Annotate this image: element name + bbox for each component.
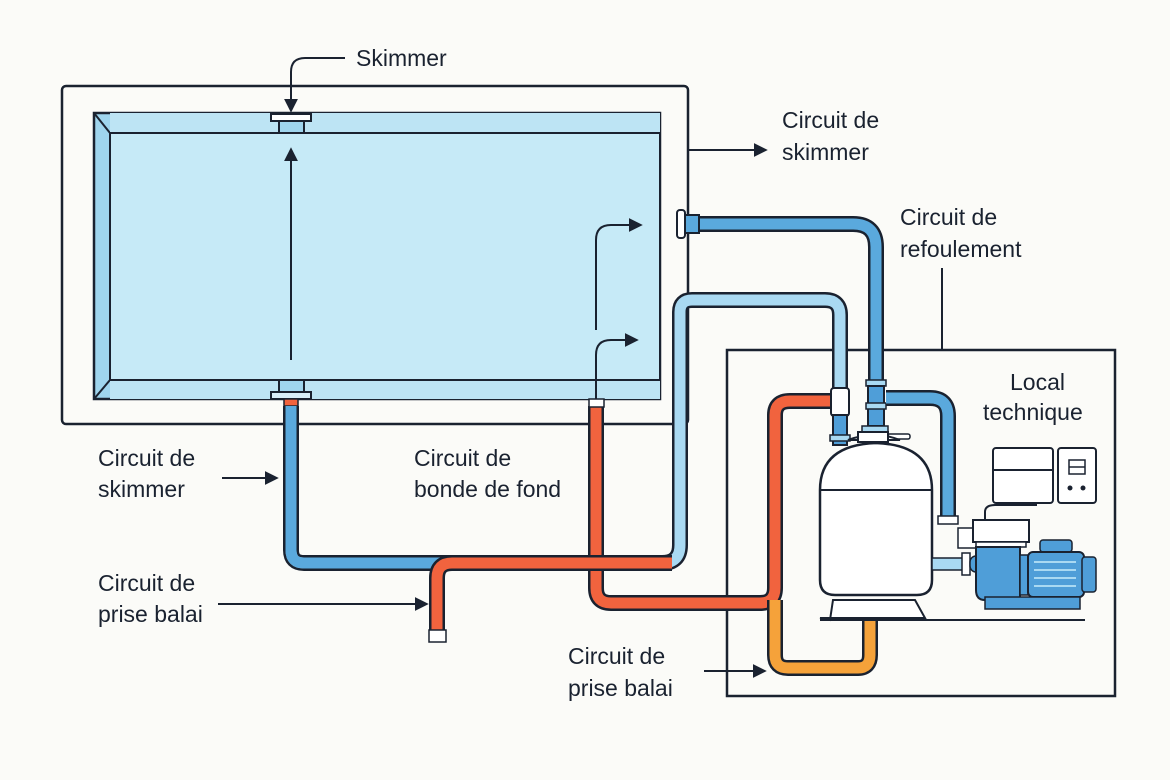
label-bonde-2: bonde de fond bbox=[414, 476, 561, 502]
skimmer-fitting bbox=[270, 113, 312, 134]
prise-balai-pipe-orange bbox=[767, 600, 878, 676]
sand-filter bbox=[818, 431, 934, 622]
skimmer-pointer bbox=[284, 57, 345, 113]
label-local: Local bbox=[1010, 369, 1065, 395]
label-refoulement-2: refoulement bbox=[900, 236, 1022, 262]
label-circuit-skimmer-left-1: Circuit de bbox=[98, 445, 195, 471]
label-prise-balai-left-1: Circuit de bbox=[98, 570, 195, 596]
pool-basin bbox=[92, 111, 662, 401]
label-circuit-skimmer-right-1: Circuit de bbox=[782, 107, 879, 133]
label-prise-balai-bottom-2: prise balai bbox=[568, 675, 673, 701]
label-skimmer: Skimmer bbox=[356, 45, 447, 71]
label-circuit-skimmer-right-2: skimmer bbox=[782, 139, 869, 165]
skimmer-circuit-pipe bbox=[283, 292, 848, 571]
label-bonde-1: Circuit de bbox=[414, 445, 511, 471]
flow-arrow-return-1 bbox=[595, 218, 643, 330]
return-pipe bbox=[676, 209, 884, 400]
bottom-outlet-fitting bbox=[270, 379, 312, 407]
filter-valves bbox=[829, 379, 911, 446]
prise-balai-pipe-left bbox=[428, 555, 672, 643]
bonde-de-fond-pipe bbox=[588, 393, 832, 611]
flow-arrow-return-2 bbox=[595, 333, 639, 400]
label-prise-balai-bottom-1: Circuit de bbox=[568, 643, 665, 669]
label-refoulement-1: Circuit de bbox=[900, 204, 997, 230]
label-prise-balai-left-2: prise balai bbox=[98, 601, 203, 627]
control-box bbox=[992, 447, 1097, 504]
label-technique: technique bbox=[983, 399, 1083, 425]
label-circuit-skimmer-left-2: skimmer bbox=[98, 476, 185, 502]
pump bbox=[915, 504, 1097, 621]
filter-to-pump-pipe bbox=[886, 390, 959, 525]
